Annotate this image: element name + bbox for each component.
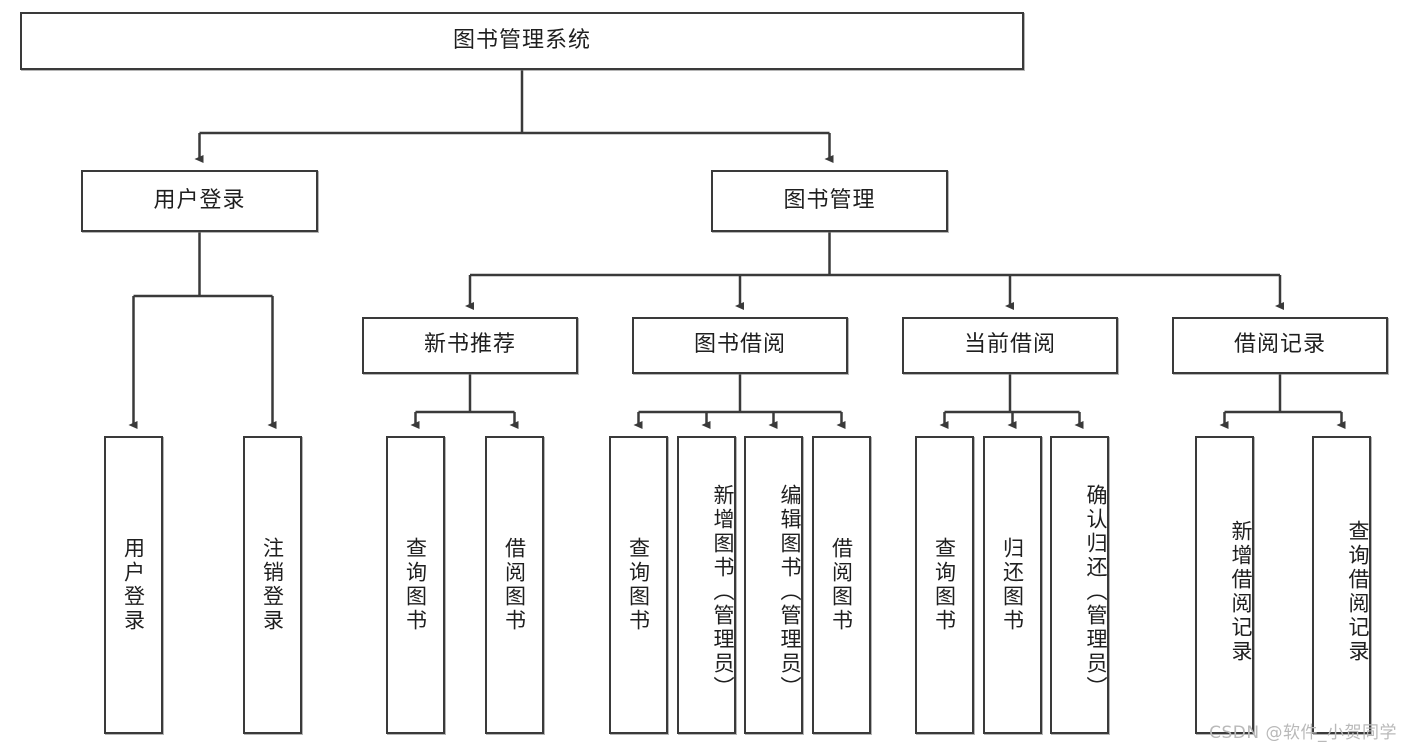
node-level2-1[interactable]: 图书管理 [711, 170, 948, 232]
node-leaf-2[interactable]: 查询图书 [386, 436, 445, 734]
node-root-图书管理系统[interactable]: 图书管理系统 [20, 12, 1024, 70]
node-level3-1[interactable]: 图书借阅 [632, 317, 848, 374]
node-leaf-6[interactable]: 编辑图书（管理员） [744, 436, 803, 734]
node-leaf-0[interactable]: 用户登录 [104, 436, 163, 734]
node-leaf-3[interactable]: 借阅图书 [485, 436, 544, 734]
csdn-watermark: CSDN @软件_小贺同学 [1209, 723, 1397, 743]
node-leaf-4[interactable]: 查询图书 [609, 436, 668, 734]
node-leaf-11[interactable]: 新增借阅记录 [1195, 436, 1254, 734]
node-level2-0[interactable]: 用户登录 [81, 170, 318, 232]
node-leaf-5[interactable]: 新增图书（管理员） [677, 436, 736, 734]
node-level3-0[interactable]: 新书推荐 [362, 317, 578, 374]
node-level3-2[interactable]: 当前借阅 [902, 317, 1118, 374]
node-leaf-8[interactable]: 查询图书 [915, 436, 974, 734]
node-leaf-10[interactable]: 确认归还（管理员） [1050, 436, 1109, 734]
node-leaf-7[interactable]: 借阅图书 [812, 436, 871, 734]
node-level3-3[interactable]: 借阅记录 [1172, 317, 1388, 374]
node-leaf-9[interactable]: 归还图书 [983, 436, 1042, 734]
node-leaf-1[interactable]: 注销登录 [243, 436, 302, 734]
node-leaf-12[interactable]: 查询借阅记录 [1312, 436, 1371, 734]
